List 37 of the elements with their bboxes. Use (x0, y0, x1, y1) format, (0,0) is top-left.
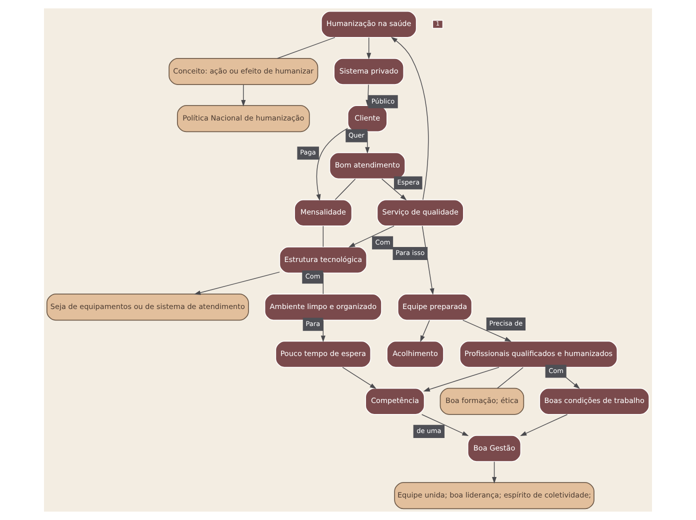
node-box: Boa Gestão (467, 435, 522, 462)
connector (277, 37, 336, 59)
node-box: Cliente (347, 105, 388, 132)
arrow (342, 366, 376, 389)
node-box: Política Nacional de humanização (176, 105, 310, 132)
node-box: Mensalidade (294, 199, 352, 226)
node-box: Acolhimento (386, 340, 444, 368)
node-box: Conceito: ação ou efeito de humanizar (168, 58, 318, 85)
arrow (423, 366, 500, 392)
arrow (462, 320, 512, 342)
node-box: Serviço de qualidade (376, 199, 464, 226)
arrow (316, 128, 348, 201)
arrow (421, 414, 469, 436)
arrow (241, 84, 246, 107)
node-box: Boa formação; ética (440, 388, 524, 415)
node-box: Ambiente limpo e organizado (264, 294, 382, 321)
arrow (382, 178, 407, 200)
connector (334, 178, 356, 200)
arrow (520, 414, 568, 436)
arrow (492, 461, 497, 484)
arrow (366, 37, 372, 60)
node-box: Equipe unida; boa liderança; espírito de coletividade; (394, 482, 594, 510)
node-box: Estrutura tecnológica (279, 246, 368, 274)
node-box: Sistema privado (334, 58, 404, 85)
arrow (420, 320, 430, 342)
connector (497, 367, 524, 389)
node-box: Seja de equipamentos ou de sistema de atendimento (46, 294, 249, 321)
node-box: Competência (365, 388, 425, 415)
node-box: Humanização na saúde (320, 10, 417, 38)
node-box: Boas condições de trabalho (539, 388, 650, 415)
node-box: Bom atendimento (329, 152, 406, 180)
node-box: Profissionais qualificados e humanizados (459, 340, 618, 368)
arrow (194, 272, 280, 295)
connector (322, 226, 324, 248)
arrow (390, 36, 429, 200)
node-box: Equipe preparada (397, 294, 472, 321)
node-box: Pouco tempo de espera (275, 340, 372, 368)
